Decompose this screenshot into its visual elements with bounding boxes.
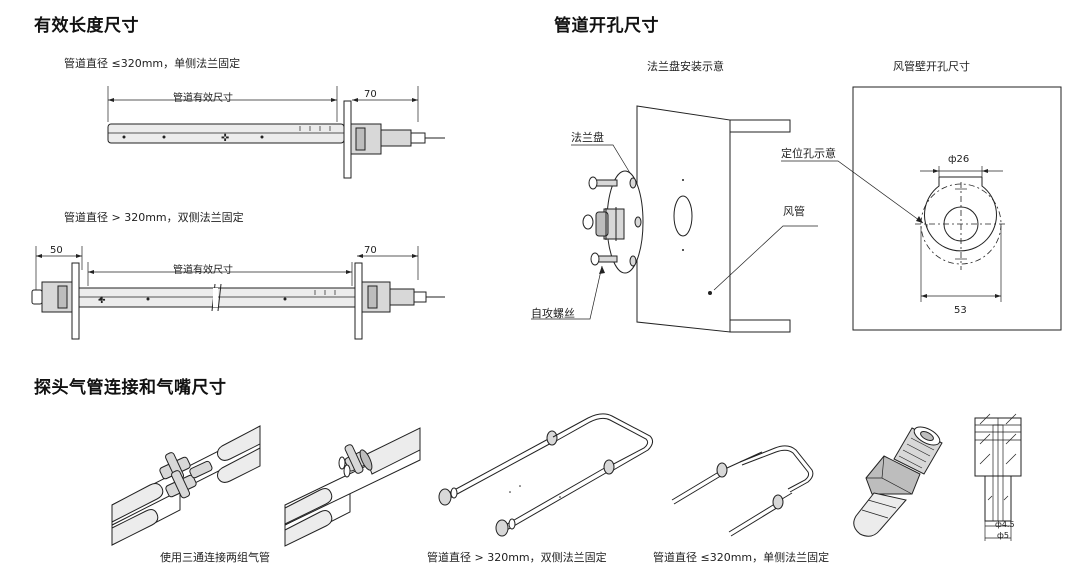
dim-50-bottom: 50 <box>50 245 63 256</box>
dim-width: 53 <box>954 305 967 316</box>
wall-hole-caption: 风管壁开孔尺寸 <box>893 60 970 73</box>
nozzle-dim-1: ф4.5 <box>995 520 1015 529</box>
duct-label: 风管 <box>783 205 805 218</box>
svg-text:✜: ✜ <box>98 296 106 306</box>
double-tubing-caption: 管道直径 > 320mm，双侧法兰固定 <box>427 551 607 564</box>
section-title-effective-length: 有效长度尺寸 <box>34 16 139 36</box>
effective-length-label-top: 管道有效尺寸 <box>173 93 233 104</box>
locating-hole-label: 定位孔示意 <box>781 147 836 160</box>
nozzle-dim-2: ф5 <box>997 531 1009 540</box>
single-tubing-caption: 管道直径 ≤320mm，单侧法兰固定 <box>653 551 830 564</box>
dim-70-top: 70 <box>364 89 377 100</box>
dim-diameter: ф26 <box>948 154 970 165</box>
double-flange-caption: 管道直径 > 320mm，双侧法兰固定 <box>64 211 244 224</box>
dim-70-bottom: 70 <box>364 245 377 256</box>
single-flange-caption: 管道直径 ≤320mm，单侧法兰固定 <box>64 57 241 70</box>
effective-length-label-bottom: 管道有效尺寸 <box>173 265 233 276</box>
flange-label: 法兰盘 <box>571 131 604 144</box>
svg-text:✜: ✜ <box>221 133 229 144</box>
flange-install-caption: 法兰盘安装示意 <box>647 60 724 73</box>
screw-label: 自攻螺丝 <box>531 307 575 320</box>
tee-caption: 使用三通连接两组气管 <box>160 551 270 564</box>
section-title-pipe-hole: 管道开孔尺寸 <box>554 16 659 36</box>
section-title-probe-tubing: 探头气管连接和气嘴尺寸 <box>34 378 227 398</box>
